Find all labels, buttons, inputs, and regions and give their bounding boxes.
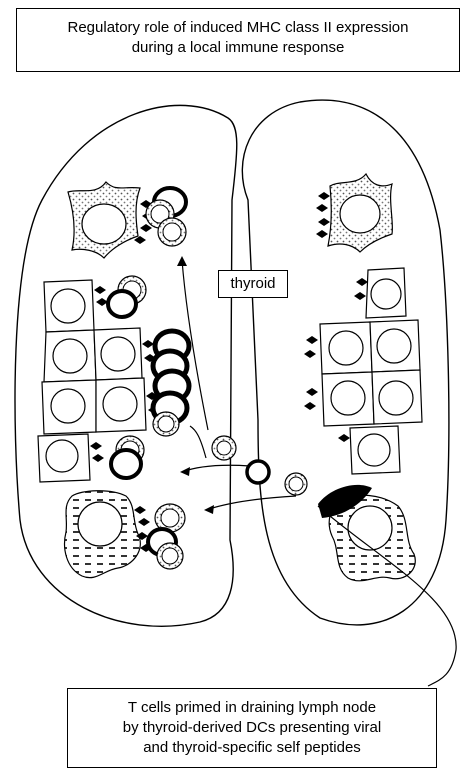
caption-line-2: by thyroid-derived DCs presenting viral bbox=[68, 718, 436, 738]
t-cell-cluster bbox=[148, 504, 185, 569]
dendritic-cell-left bbox=[65, 491, 141, 578]
caption-line-1: T cells primed in draining lymph node bbox=[68, 698, 436, 718]
organ-label: thyroid bbox=[218, 270, 288, 298]
thyroid-cell-top-left bbox=[68, 182, 140, 258]
mhc-molecules bbox=[316, 192, 330, 238]
dendritic-cell-right bbox=[318, 485, 415, 581]
thyroid-cell-top-right bbox=[328, 174, 392, 252]
title-box: Regulatory role of induced MHC class II … bbox=[16, 8, 460, 72]
caption-box: T cells primed in draining lymph node by… bbox=[67, 688, 437, 768]
t-cell-cluster bbox=[146, 188, 186, 246]
title-line-1: Regulatory role of induced MHC class II … bbox=[17, 18, 459, 38]
title-line-2: during a local immune response bbox=[17, 38, 459, 58]
thyroid-cell-grid-right bbox=[320, 268, 422, 474]
thyroid-diagram bbox=[0, 0, 476, 750]
caption-line-3: and thyroid-specific self peptides bbox=[68, 738, 436, 758]
